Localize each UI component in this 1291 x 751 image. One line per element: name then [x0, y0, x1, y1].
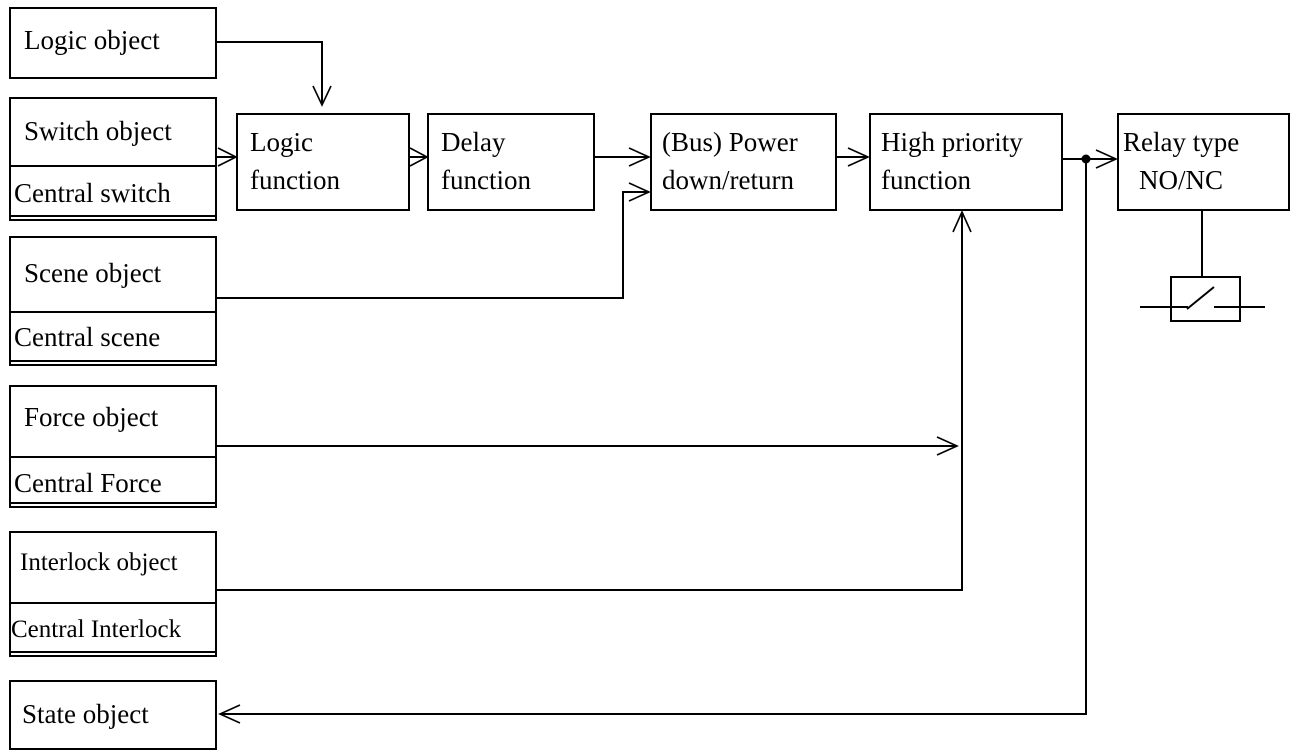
- logic-object-box: Logic object: [9, 7, 217, 79]
- state-object-box: State object: [9, 680, 217, 750]
- central-scene-label: Central scene: [14, 322, 160, 352]
- central-switch-label: Central switch: [14, 178, 171, 208]
- delay-function-label-line1: Delay: [441, 127, 506, 157]
- connector-power-to-high-priority: [836, 147, 870, 167]
- connector-delay-to-power: [594, 147, 651, 167]
- relay-type-label-line2: NO/NC: [1139, 165, 1223, 195]
- relay-contact-icon: [1140, 210, 1265, 322]
- delay-function-label-line2: function: [441, 165, 531, 195]
- power-function-label-line1: (Bus) Power: [662, 127, 798, 157]
- logic-function-label-line2: function: [250, 165, 340, 195]
- scene-object-box: Scene object Central scene: [9, 236, 217, 366]
- high-priority-function-label-line1: High priority: [881, 127, 1023, 157]
- logic-object-label: Logic object: [24, 25, 160, 55]
- connector-scene-object-to-power: [216, 182, 651, 299]
- connector-logic-to-delay: [409, 147, 429, 167]
- connector-logic-object-to-logic-function: [216, 41, 332, 107]
- power-function-box: (Bus) Power down/return: [650, 113, 837, 211]
- central-force-label: Central Force: [14, 468, 162, 498]
- logic-function-box: Logic function: [236, 113, 410, 211]
- force-object-label: Force object: [24, 402, 159, 432]
- power-function-label-line2: down/return: [662, 165, 794, 195]
- connector-state-feedback: [218, 159, 1087, 724]
- relay-type-label-line1: Relay type: [1123, 127, 1239, 157]
- high-priority-function-label-line2: function: [881, 165, 971, 195]
- connector-high-priority-to-relay: [1062, 149, 1118, 169]
- relay-type-box: Relay type NO/NC: [1117, 113, 1290, 211]
- force-object-box: Force object Central Force: [9, 385, 217, 508]
- high-priority-function-box: High priority function: [869, 113, 1063, 211]
- switch-object-box: Switch object Central switch: [9, 97, 217, 221]
- switch-object-label: Switch object: [24, 116, 172, 146]
- connector-interlock-to-high-priority: [216, 210, 972, 591]
- scene-object-label: Scene object: [24, 258, 162, 288]
- logic-function-label-line1: Logic: [250, 127, 313, 157]
- interlock-object-box: Interlock object Central Interlock: [9, 531, 217, 657]
- delay-function-box: Delay function: [427, 113, 595, 211]
- interlock-object-label: Interlock object: [20, 549, 178, 576]
- state-object-label: State object: [22, 699, 149, 729]
- connector-force-object: [216, 436, 959, 456]
- connector-switch-object-to-logic-function: [216, 147, 238, 167]
- central-interlock-label: Central Interlock: [11, 616, 182, 643]
